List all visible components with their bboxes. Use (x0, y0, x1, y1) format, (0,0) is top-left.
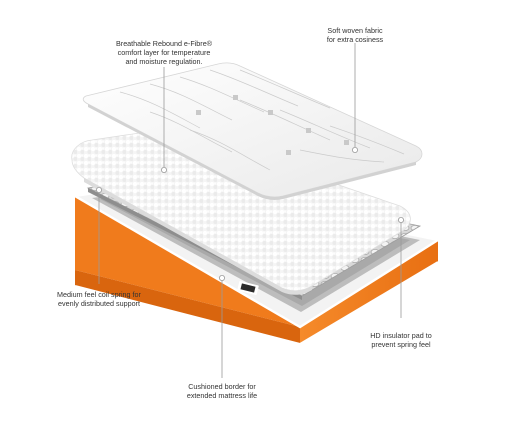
annotation-fibre-layer: Breathable Rebound e-Fibre® comfort laye… (108, 39, 220, 66)
annotation-insulator-pad: HD insulator pad to prevent spring feel (359, 331, 443, 349)
annotation-line: prevent spring feel (371, 340, 431, 349)
annotation-line: Cushioned border for (188, 382, 256, 391)
annotation-line: Breathable Rebound e-Fibre® (116, 39, 212, 48)
annotation-line: HD insulator pad to (370, 331, 432, 340)
annotation-cushioned-border: Cushioned border for extended mattress l… (178, 382, 266, 400)
annotation-line: for extra cosiness (326, 35, 384, 44)
annotation-line: extended mattress life (186, 391, 258, 400)
annotation-line: comfort layer for temperature (117, 48, 211, 57)
annotation-line: Medium feel coil spring for (57, 290, 141, 299)
annotation-line: and moisture regulation. (125, 57, 203, 66)
annotation-line: Soft woven fabric (327, 26, 383, 35)
annotation-woven-fabric: Soft woven fabric for extra cosiness (313, 26, 397, 44)
annotation-coil-spring: Medium feel coil spring for evenly distr… (44, 290, 154, 308)
annotation-line: evenly distributed support (58, 299, 140, 308)
